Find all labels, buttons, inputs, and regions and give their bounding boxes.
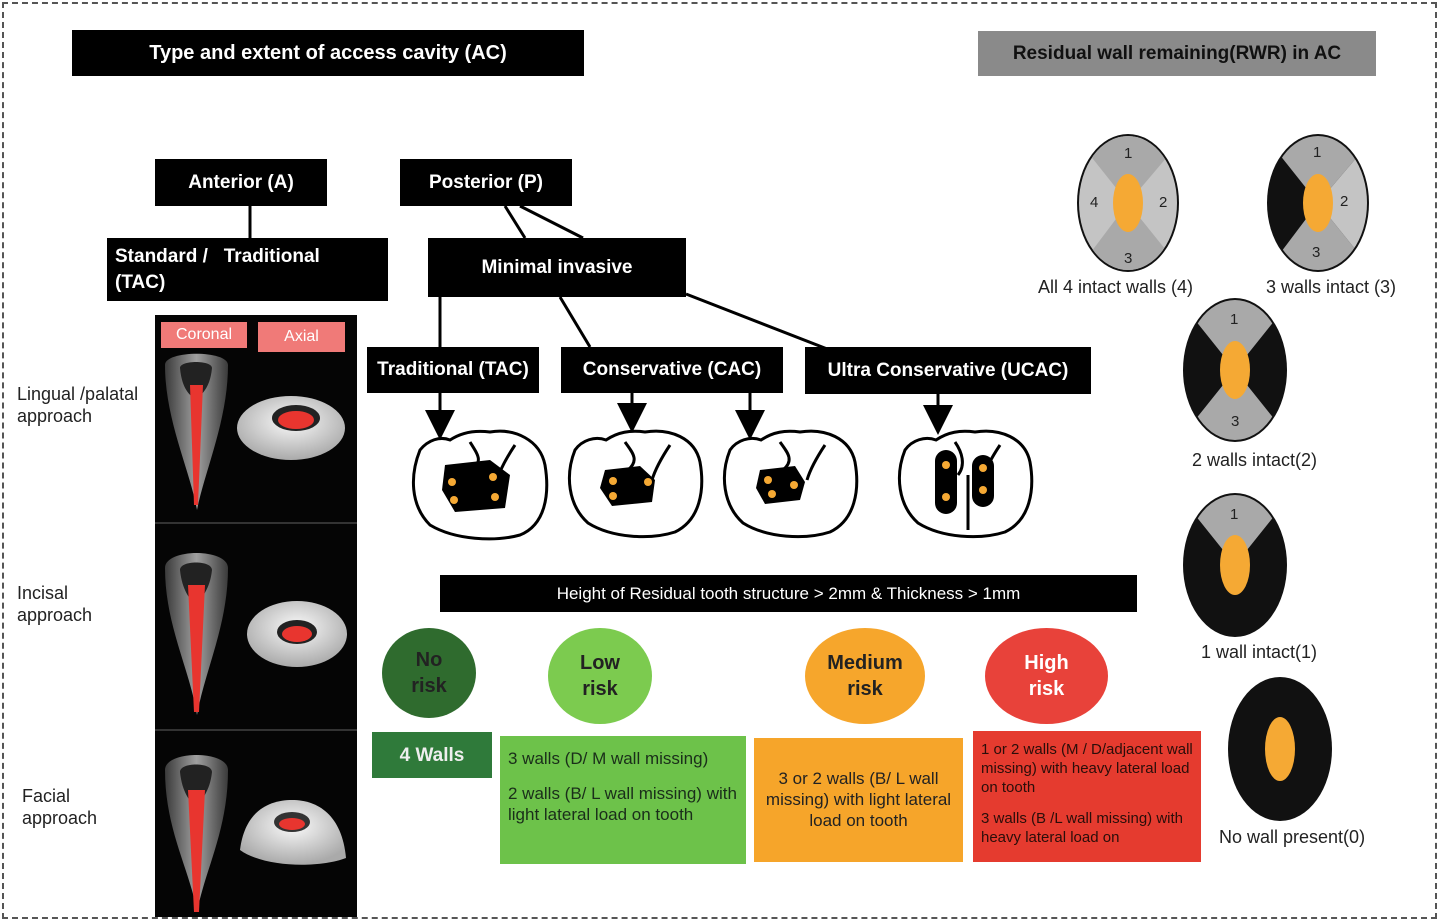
standard-node: Standard / Traditional (TAC): [107, 238, 388, 301]
wall-num-3-c: 3: [1231, 413, 1240, 430]
high-risk-box: 1 or 2 walls (M / D/adjacent wall missin…: [973, 731, 1201, 862]
title-residual-wall: Residual wall remaining(RWR) in AC: [978, 31, 1376, 76]
panel-divider-1: [155, 522, 357, 524]
wall-num-3-b: 3: [1312, 244, 1321, 261]
medium-risk-text: 3 or 2 walls (B/ L wall missing) with li…: [765, 769, 952, 830]
posterior-node: Posterior (P): [400, 159, 572, 206]
ultra-conservative-node: Ultra Conservative (UCAC): [805, 347, 1091, 394]
title-access-cavity: Type and extent of access cavity (AC): [72, 30, 584, 76]
row-label-lingual: Lingual /palatal approach: [17, 384, 139, 426]
wall-num-4-a: 4: [1090, 194, 1099, 211]
row-label-incisal: Incisal approach: [17, 583, 93, 625]
wall-num-2-a: 2: [1159, 194, 1168, 211]
standard-line1: Standard / Traditional: [115, 245, 320, 267]
wall-num-2-b: 2: [1340, 193, 1349, 210]
wall-num-3-a: 3: [1124, 250, 1133, 267]
caption-all-4-walls: All 4 intact walls (4): [1038, 277, 1194, 297]
caption-1-wall: 1 wall intact(1): [1201, 642, 1318, 662]
row-label-facial: Facial approach: [22, 786, 98, 828]
height-thickness-bar: Height of Residual tooth structure > 2mm…: [440, 575, 1137, 612]
cavity-ucac-right: [972, 455, 994, 507]
anterior-node: Anterior (A): [155, 159, 327, 206]
minimal-invasive-node: Minimal invasive: [428, 238, 686, 297]
tooth-outline-ucac: [897, 429, 1034, 539]
axial-label: Axial: [258, 322, 345, 352]
standard-line2: (TAC): [115, 271, 166, 293]
wall-num-1-d: 1: [1230, 506, 1239, 523]
caption-3-walls: 3 walls intact (3): [1266, 277, 1397, 297]
low-risk-text-2: 2 walls (B/ L wall missing) with light l…: [508, 784, 737, 824]
high-risk-text-1: 1 or 2 walls (M / D/adjacent wall missin…: [981, 741, 1193, 796]
medium-risk-box: 3 or 2 walls (B/ L wall missing) with li…: [754, 738, 963, 862]
caption-2-walls: 2 walls intact(2): [1192, 450, 1318, 470]
wall-num-1-a: 1: [1124, 145, 1133, 162]
caption-no-wall: No wall present(0): [1219, 827, 1366, 847]
traditional-node: Traditional (TAC): [367, 347, 539, 393]
cavity-ucac-left: [935, 450, 957, 514]
coronal-label: Coronal: [161, 322, 247, 348]
wall-num-1-c: 1: [1230, 311, 1239, 328]
no-risk-box: 4 Walls: [372, 732, 492, 778]
low-risk-text-1: 3 walls (D/ M wall missing): [508, 749, 709, 768]
high-risk-text-2: 3 walls (B /L wall missing) with heavy l…: [981, 810, 1183, 846]
low-risk-box: 3 walls (D/ M wall missing) 2 walls (B/ …: [500, 736, 746, 864]
panel-divider-2: [155, 729, 357, 731]
wall-num-1-b: 1: [1313, 144, 1322, 161]
conservative-node: Conservative (CAC): [561, 347, 783, 393]
